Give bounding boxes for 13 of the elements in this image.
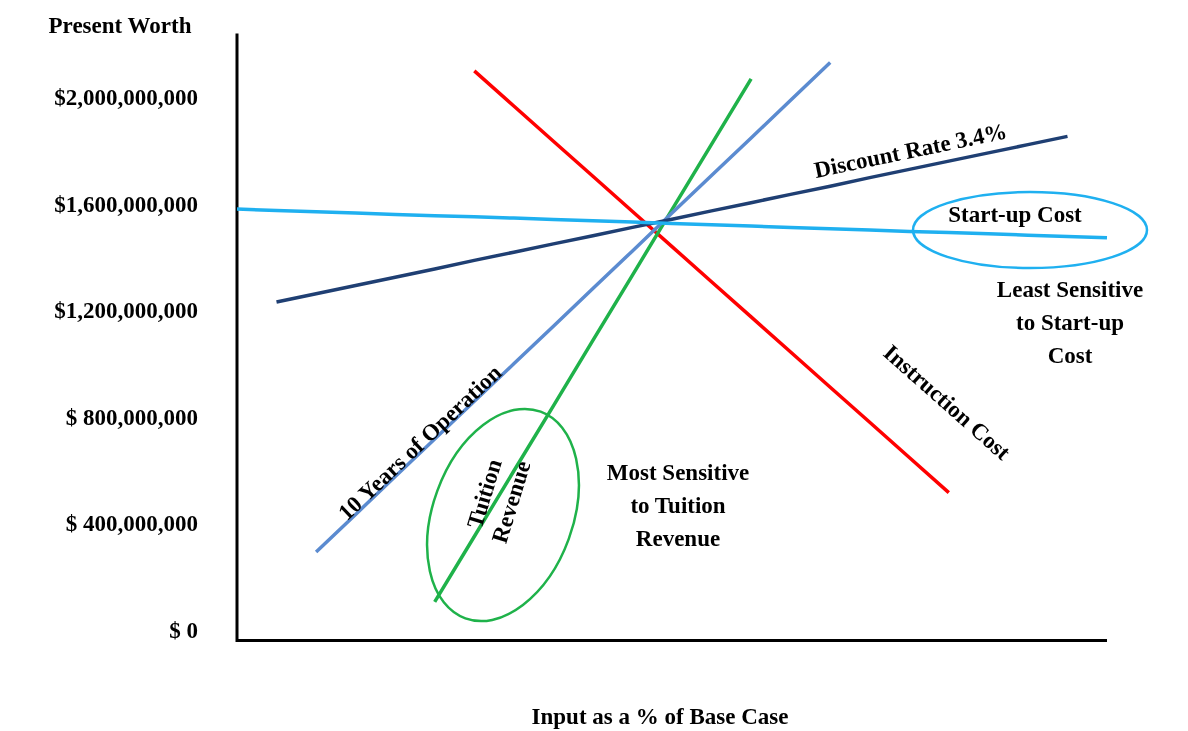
- tick-label: $ 800,000,000: [65, 404, 198, 430]
- tick-label: $ 0: [169, 617, 198, 643]
- axis-title: Input as a % of Base Case: [531, 704, 789, 729]
- annotation: Most Sensitive to Tuition Revenue: [606, 460, 750, 551]
- tick-label: $1,600,000,000: [54, 191, 198, 217]
- series-label: Discount Rate 3.4%: [811, 118, 1010, 183]
- series-label: Start-up Cost: [948, 202, 1082, 227]
- tick-label: $ 400,000,000: [65, 511, 198, 536]
- tick-label: $1,200,000,000: [54, 298, 198, 323]
- tick-label: $2,000,000,000: [54, 85, 198, 110]
- annotation: Least Sensitive to Start-up Cost: [996, 277, 1144, 368]
- axis-title: Present Worth: [48, 13, 192, 38]
- series-label: Tuition Revenue: [462, 456, 536, 546]
